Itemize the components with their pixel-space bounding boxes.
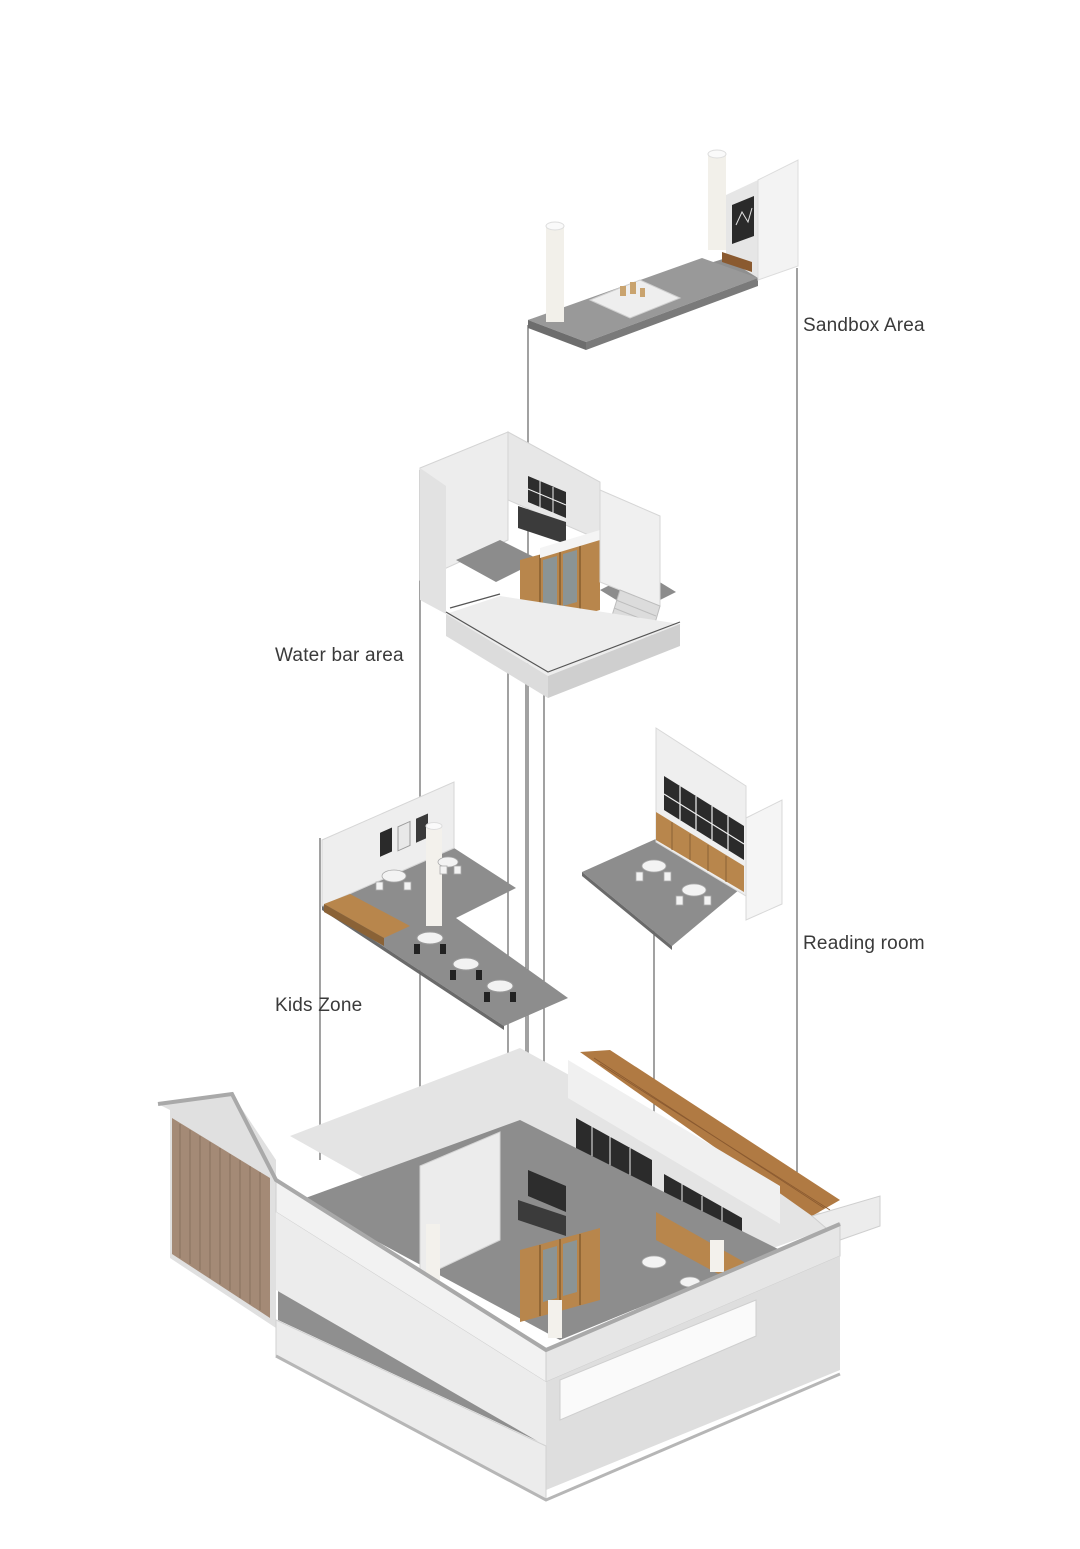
kids-zone-layer — [321, 781, 568, 1030]
wood-screen — [172, 1118, 270, 1318]
table-group — [635, 859, 712, 906]
bar-counter — [518, 506, 566, 544]
wall — [745, 799, 783, 921]
artwork-line — [735, 207, 753, 226]
metal-trim — [275, 1354, 841, 1502]
wall — [540, 530, 600, 558]
wall-art — [397, 820, 411, 852]
wall — [420, 468, 446, 614]
column — [548, 1300, 562, 1338]
label-water-bar-area: Water bar area — [275, 645, 404, 666]
ground-floor-layer — [157, 1048, 881, 1502]
column-top — [545, 221, 565, 231]
reading-room-layer — [582, 727, 783, 950]
window — [528, 1170, 566, 1212]
slab-edge — [528, 320, 586, 350]
water-bar-area-layer — [419, 431, 681, 698]
facade-opening — [559, 1299, 757, 1421]
window — [664, 776, 744, 860]
label-reading-room: Reading room — [803, 933, 925, 954]
artwork — [732, 196, 754, 244]
metal-trim — [157, 1091, 841, 1353]
slab-edge — [548, 624, 680, 698]
column — [426, 1224, 440, 1284]
slab-edge — [322, 906, 504, 1030]
wall — [568, 1060, 780, 1224]
glass-panel — [563, 550, 577, 606]
sandbox-block — [620, 286, 626, 296]
label-kids-zone: Kids Zone — [275, 995, 363, 1016]
wall-art — [416, 813, 428, 843]
column-top — [425, 822, 443, 830]
table-group — [375, 856, 462, 891]
railing — [449, 593, 501, 609]
column — [710, 1240, 724, 1272]
wood-bench — [324, 894, 410, 938]
railing — [445, 611, 681, 673]
table-group — [414, 931, 516, 1002]
slab-edge — [446, 614, 548, 698]
facade — [546, 1256, 840, 1490]
sandbox-area-layer — [528, 149, 799, 350]
sandbox-block — [630, 282, 636, 294]
column — [708, 154, 726, 250]
sandbox-block — [640, 288, 645, 297]
column — [426, 826, 442, 926]
facade — [276, 1212, 546, 1446]
column — [546, 226, 564, 322]
bench — [722, 252, 752, 272]
floor — [456, 540, 540, 582]
bookshelf — [656, 812, 744, 892]
glass-panel — [543, 1246, 557, 1302]
glass-panel — [543, 556, 557, 612]
slab-edge — [586, 278, 758, 350]
bar-counter — [518, 1200, 566, 1236]
wood-bench — [324, 904, 384, 946]
wall — [757, 159, 799, 281]
glass-panel — [563, 1240, 577, 1296]
balcony-slab — [446, 596, 680, 676]
label-sandbox-area: Sandbox Area — [803, 315, 925, 336]
slab-edge — [582, 872, 672, 950]
wall-art — [380, 827, 392, 857]
column-top — [707, 149, 727, 159]
